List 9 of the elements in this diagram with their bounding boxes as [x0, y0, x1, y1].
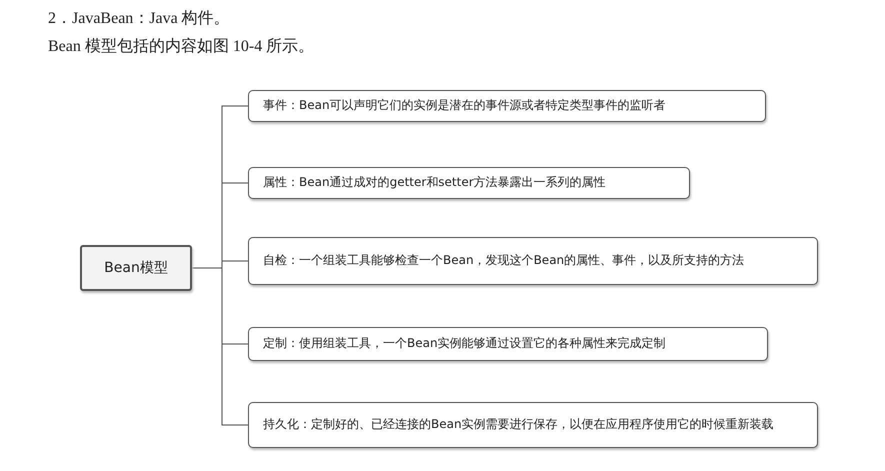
- connector-line: [192, 268, 248, 426]
- subtopic-box: 持久化：定制好的、已经连接的Bean实例需要进行保存，以便在应用程序使用它的时候重新装载: [248, 402, 818, 448]
- subtopic-box: 属性：Bean通过成对的getter和setter方法暴露出一系列的属性: [248, 167, 690, 199]
- subtopic-box: 定制：使用组装工具，一个Bean实例能够通过设置它的各种属性来完成定制: [248, 327, 768, 361]
- heading-text: Bean 模型包括的内容如图 10-4 所示。: [48, 36, 314, 57]
- root-topic-box: Bean模型: [80, 245, 192, 291]
- heading-text: 2．JavaBean：Java 构件。: [48, 9, 230, 29]
- subtopic-box: 事件：Bean可以声明它们的实例是潜在的事件源或者特定类型事件的监听者: [248, 90, 766, 122]
- subtopic-box: 自检：一个组装工具能够检查一个Bean，发现这个Bean的属性、事件，以及所支持的方法: [248, 237, 818, 285]
